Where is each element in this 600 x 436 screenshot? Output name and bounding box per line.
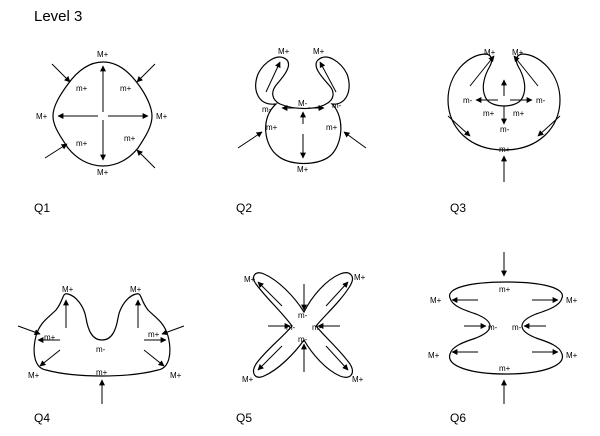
q6-label-top: m+ (499, 285, 511, 294)
q5-label-right: m- (312, 323, 322, 332)
q6-outline (449, 281, 563, 375)
q6-label-bottom-left: M+ (428, 351, 440, 360)
panel-q6: m+ M+ M+ m- m- M+ M+ m+ Q6 (428, 252, 578, 425)
q3-label-top-left: M+ (484, 48, 496, 57)
q6-label-bottom-right: M+ (566, 351, 578, 360)
q1-outline (52, 61, 153, 167)
q3-label-mid-left: m+ (483, 109, 495, 118)
q2-outline (255, 56, 350, 165)
q5-outline (252, 272, 353, 378)
q2-label-body-right: m+ (326, 123, 338, 132)
q5-arrows (257, 281, 349, 372)
q4-label-bottom-left: M+ (28, 371, 40, 380)
panel-q2: M+ M+ m- m- M- m+ m+ M+ Q2 (236, 47, 367, 215)
q3-label-mid-right: m+ (513, 109, 525, 118)
panel-q4: M+ M+ m+ m+ m- M+ M+ m+ Q4 (17, 285, 185, 425)
q4-label-inner-right: m+ (148, 330, 160, 339)
q3-label-inner-left: m- (463, 96, 473, 105)
q6-caption: Q6 (450, 411, 466, 425)
q4-label-top-right: M+ (130, 285, 142, 294)
q5-label-bottom-right: M+ (352, 375, 364, 384)
q3-label-center: m- (500, 125, 510, 134)
q1-label-inner-tr: m+ (120, 84, 132, 93)
q2-label-top-right: M+ (313, 47, 325, 56)
q1-label-bottom: M+ (97, 168, 109, 177)
q2-label-inner-left: m- (262, 105, 272, 114)
q4-label-bottom: m+ (96, 368, 108, 377)
q2-caption: Q2 (236, 201, 252, 215)
q2-label-top-left: M+ (278, 47, 290, 56)
q2-label-bottom: M+ (297, 165, 309, 174)
q5-label-top-right: M+ (354, 273, 366, 282)
q4-outline (33, 293, 171, 377)
q2-label-center: M- (298, 99, 308, 108)
q3-label-top-right: M+ (512, 48, 524, 57)
q6-label-top-left: M+ (430, 296, 442, 305)
q3-label-inner-right: m- (536, 96, 546, 105)
q1-caption: Q1 (34, 201, 50, 215)
q1-label-right: M+ (156, 112, 168, 121)
q4-label-center: m- (96, 345, 106, 354)
q4-caption: Q4 (34, 411, 50, 425)
q2-label-inner-right: m- (332, 101, 342, 110)
panel-q5: M+ M+ m- m- m- m- M+ M+ Q5 (236, 272, 366, 425)
q6-label-bottom: m+ (499, 364, 511, 373)
q1-label-top: M+ (97, 50, 109, 59)
q1-label-inner-br: m+ (124, 134, 136, 143)
q2-label-body-left: m+ (266, 123, 278, 132)
q1-label-left: M+ (36, 112, 48, 121)
panel-q1: M+ M+ M+ M+ m+ m+ m+ m+ Q1 (34, 50, 168, 215)
q5-label-left: m- (286, 323, 296, 332)
q3-arrows (447, 55, 561, 182)
q5-label-top-left: M+ (244, 275, 256, 284)
q3-label-bottom: m+ (499, 145, 511, 154)
q4-label-top-left: M+ (62, 285, 74, 294)
diagram-title: Level 3 (34, 8, 82, 25)
q6-label-inner-left: m- (488, 323, 498, 332)
q1-label-inner-tl: m+ (76, 84, 88, 93)
q5-caption: Q5 (236, 411, 252, 425)
q6-label-inner-right: m- (512, 323, 522, 332)
q4-arrows (17, 299, 185, 404)
q5-label-top: m- (298, 311, 308, 320)
q5-label-bottom-left: M+ (242, 375, 254, 384)
q1-label-inner-bl: m+ (76, 139, 88, 148)
q3-caption: Q3 (450, 201, 466, 215)
panel-q3: M+ M+ m- m- m+ m+ m- m+ Q3 (447, 48, 561, 215)
q1-arrows (44, 63, 156, 169)
q2-arrows (237, 61, 367, 159)
q4-label-bottom-right: M+ (170, 371, 182, 380)
q6-arrows (451, 252, 559, 404)
q4-label-inner-left: m+ (44, 333, 56, 342)
q5-label-bottom: m- (298, 335, 308, 344)
q6-label-top-right: M+ (566, 296, 578, 305)
